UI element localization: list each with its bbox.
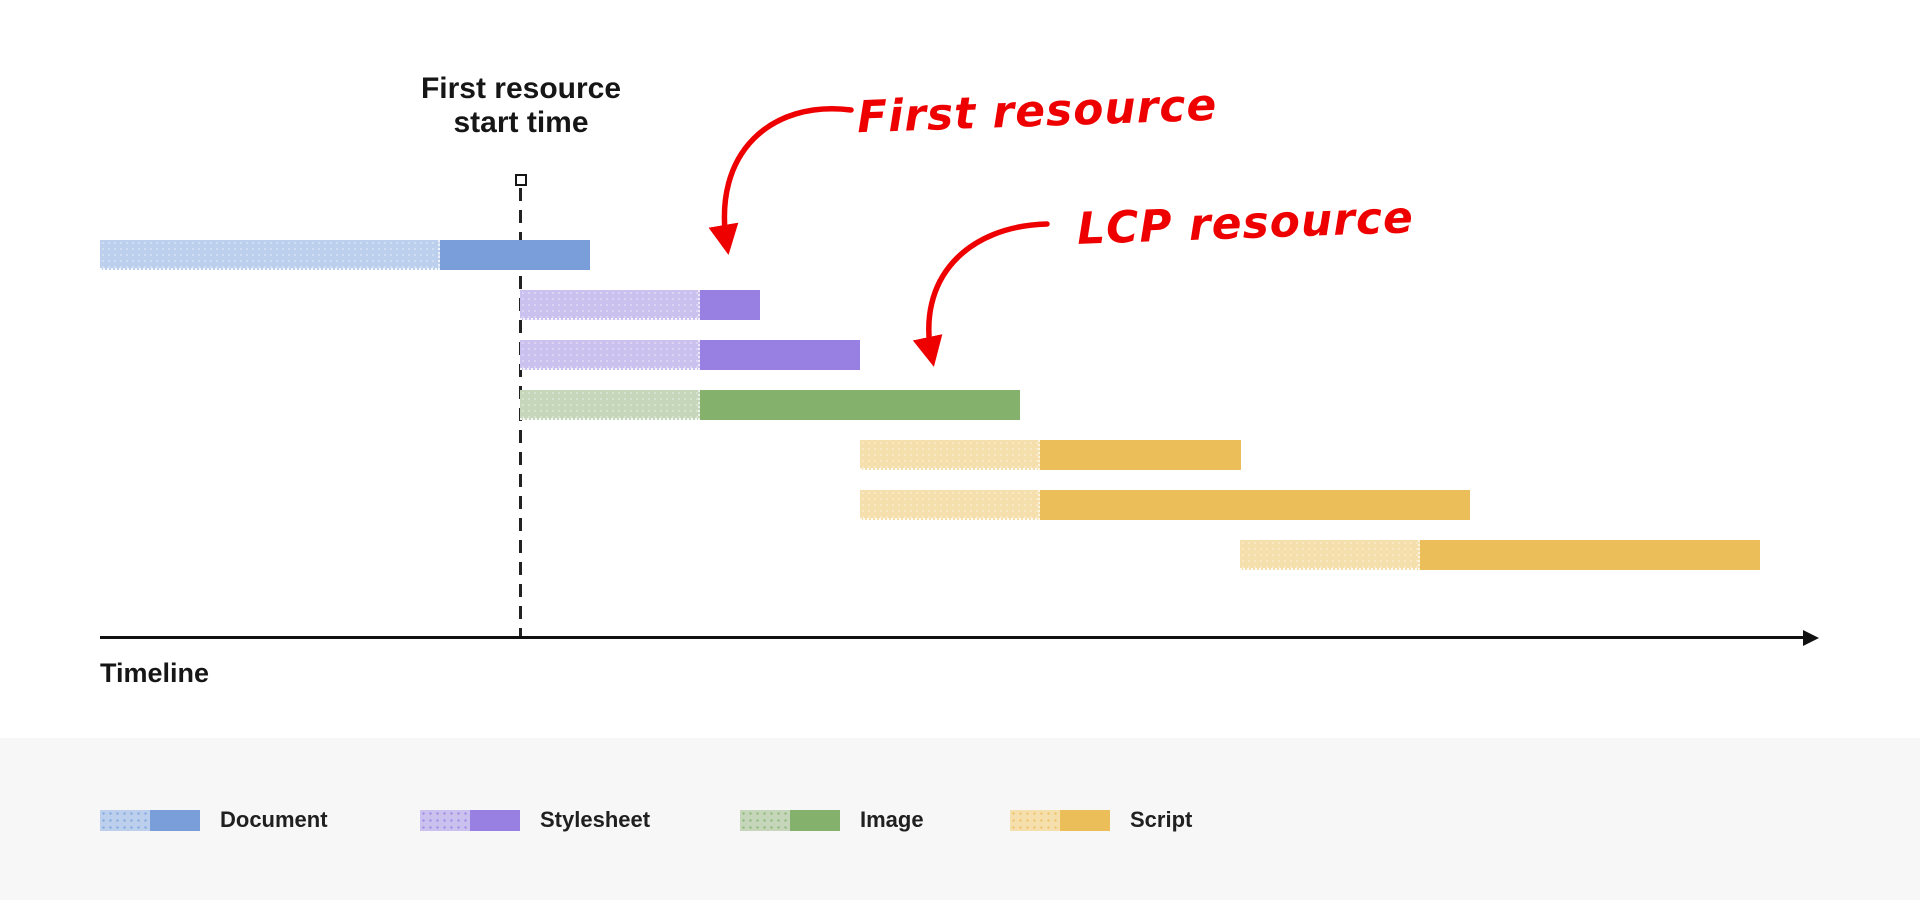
bar-script-segment-light: [860, 490, 1040, 520]
legend-swatch-script-dark: [1060, 809, 1110, 831]
lcp-resource-annotation: LCP resource: [1076, 192, 1415, 255]
legend-label: Script: [1130, 807, 1193, 832]
legend-swatch-image-light: [740, 809, 790, 831]
legend-item-script: Script: [1010, 807, 1192, 833]
bar-stylesheet-segment-light: [520, 340, 700, 370]
legend-label: Document: [220, 807, 328, 832]
bar-image-segment-dark: [700, 390, 1020, 420]
legend-label: Stylesheet: [540, 807, 651, 832]
bar-script-segment-dark: [1420, 540, 1760, 570]
legend-label: Image: [860, 807, 924, 832]
first-resource-arrow: [708, 106, 854, 255]
legend-swatch-document: [100, 809, 200, 831]
first-resource-annotation: First resource: [856, 79, 1219, 144]
lcp-resource-arrow: [912, 221, 1050, 367]
start-marker-pin-icon: [515, 174, 527, 186]
first-resource-start-label-line2: start time: [453, 106, 589, 139]
legend-swatch-document-dark: [150, 809, 200, 831]
legend-swatch-stylesheet: [420, 809, 520, 831]
bar-script-segment-dark: [1040, 440, 1241, 470]
bar-script: [860, 440, 1241, 470]
legend-swatch-stylesheet-light: [420, 809, 470, 831]
timeline-axis: [100, 636, 1806, 639]
bar-image: [520, 390, 1020, 420]
bar-stylesheet-segment-dark: [700, 340, 860, 370]
bar-script: [1240, 540, 1760, 570]
first-resource-start-label-line1: First resource: [420, 72, 622, 105]
bar-document-segment-dark: [440, 240, 590, 270]
bar-stylesheet-segment-light: [520, 290, 700, 320]
timeline-axis-label: Timeline: [100, 658, 210, 688]
legend-item-document: Document: [100, 807, 328, 833]
bar-image-segment-light: [520, 390, 700, 420]
bar-stylesheet: [520, 290, 760, 320]
bar-script-segment-light: [860, 440, 1040, 470]
bar-stylesheet-segment-dark: [700, 290, 760, 320]
legend-swatch-script-light: [1010, 809, 1060, 831]
legend: Document Stylesheet Image Script: [0, 738, 1920, 900]
bar-document: [100, 240, 590, 270]
bar-script-segment-dark: [1040, 490, 1470, 520]
timeline-axis-arrowhead-icon: [1803, 629, 1819, 646]
bar-script-segment-light: [1240, 540, 1420, 570]
bar-document-segment-light: [100, 240, 440, 270]
legend-item-image: Image: [740, 807, 924, 833]
legend-swatch-stylesheet-dark: [470, 809, 520, 831]
first-resource-start-label: First resource start time: [421, 72, 621, 140]
bar-script: [860, 490, 1470, 520]
legend-item-stylesheet: Stylesheet: [420, 807, 650, 833]
bar-stylesheet: [520, 340, 860, 370]
legend-swatch-script: [1010, 809, 1110, 831]
legend-swatch-image: [740, 809, 840, 831]
legend-swatch-document-light: [100, 809, 150, 831]
legend-swatch-image-dark: [790, 809, 840, 831]
